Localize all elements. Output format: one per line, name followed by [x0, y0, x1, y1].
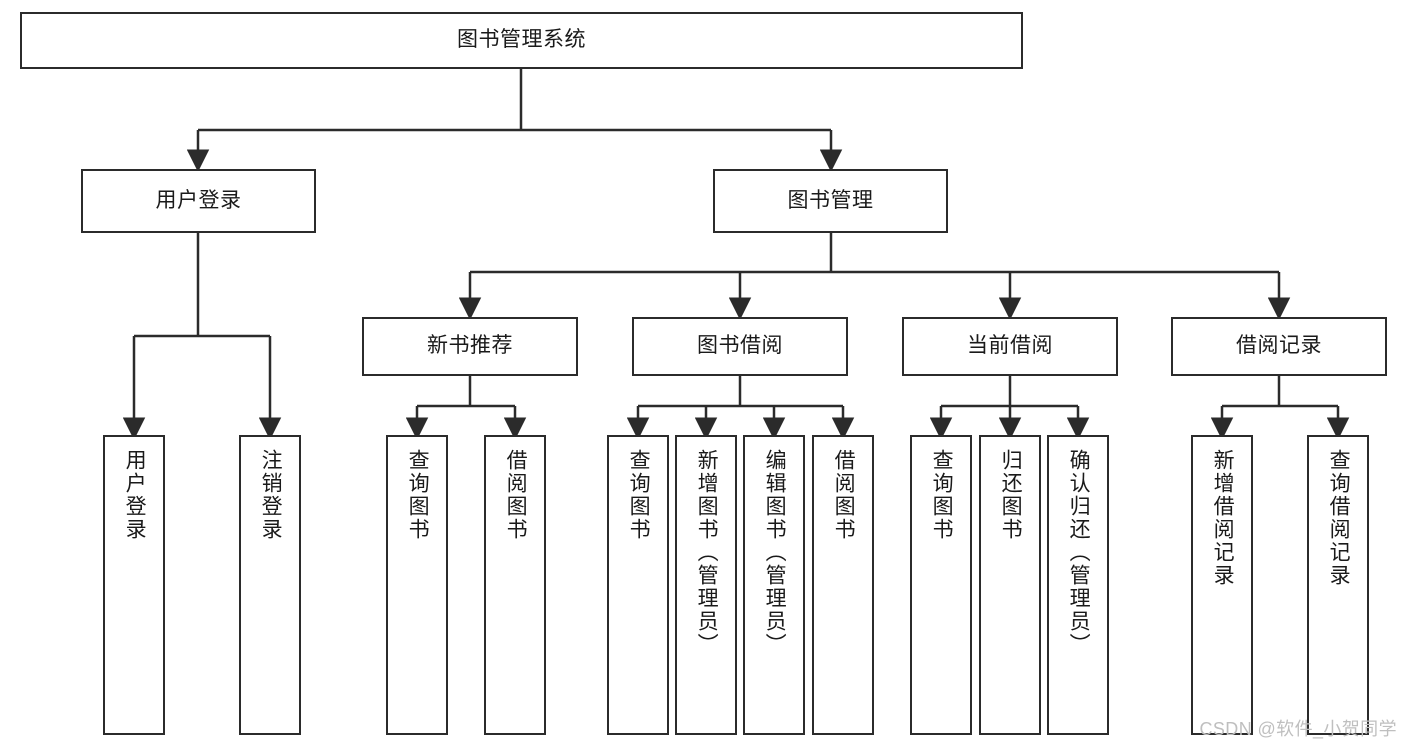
node-leaf-cur-return[interactable]: 归还图书	[979, 435, 1041, 735]
node-leaf-user-logout-label: 注销登录	[259, 449, 283, 541]
node-user-login[interactable]: 用户登录	[81, 169, 316, 233]
node-borrow-record-label: 借阅记录	[1236, 334, 1322, 358]
node-leaf-borrow-query[interactable]: 查询图书	[607, 435, 669, 735]
node-current-borrow[interactable]: 当前借阅	[902, 317, 1118, 376]
node-leaf-user-login[interactable]: 用户登录	[103, 435, 165, 735]
node-current-borrow-label: 当前借阅	[967, 334, 1053, 358]
node-leaf-borrow-edit[interactable]: 编辑图书（管理员）	[743, 435, 805, 735]
node-leaf-cur-query[interactable]: 查询图书	[910, 435, 972, 735]
node-leaf-user-login-label: 用户登录	[123, 449, 147, 541]
node-borrow-record[interactable]: 借阅记录	[1171, 317, 1387, 376]
node-leaf-rec-query[interactable]: 查询图书	[386, 435, 448, 735]
node-leaf-cur-return-label: 归还图书	[999, 449, 1023, 541]
node-new-book-rec[interactable]: 新书推荐	[362, 317, 578, 376]
node-leaf-borrow-lend[interactable]: 借阅图书	[812, 435, 874, 735]
node-book-manage-label: 图书管理	[787, 188, 874, 212]
node-leaf-cur-confirm-label: 确认归还（管理员）	[1067, 449, 1091, 656]
node-root-label: 图书管理系统	[457, 28, 586, 52]
node-leaf-cur-confirm[interactable]: 确认归还（管理员）	[1047, 435, 1109, 735]
node-new-book-rec-label: 新书推荐	[427, 334, 513, 358]
node-book-borrow[interactable]: 图书借阅	[632, 317, 848, 376]
node-book-borrow-label: 图书借阅	[697, 334, 783, 358]
node-book-manage[interactable]: 图书管理	[713, 169, 948, 233]
node-root[interactable]: 图书管理系统	[20, 12, 1023, 69]
node-leaf-borrow-lend-label: 借阅图书	[832, 449, 856, 541]
node-leaf-rec-borrow-label: 借阅图书	[504, 449, 528, 541]
node-leaf-borrow-add-label: 新增图书（管理员）	[695, 449, 719, 656]
node-leaf-rec-search-label: 查询借阅记录	[1327, 449, 1351, 587]
node-leaf-cur-query-label: 查询图书	[930, 449, 954, 541]
node-leaf-rec-add-label: 新增借阅记录	[1211, 449, 1235, 587]
node-leaf-borrow-query-label: 查询图书	[627, 449, 651, 541]
node-leaf-rec-borrow[interactable]: 借阅图书	[484, 435, 546, 735]
node-leaf-borrow-add[interactable]: 新增图书（管理员）	[675, 435, 737, 735]
node-leaf-borrow-edit-label: 编辑图书（管理员）	[763, 449, 787, 656]
node-user-login-label: 用户登录	[155, 188, 242, 212]
node-leaf-rec-add[interactable]: 新增借阅记录	[1191, 435, 1253, 735]
node-leaf-rec-search[interactable]: 查询借阅记录	[1307, 435, 1369, 735]
node-leaf-user-logout[interactable]: 注销登录	[239, 435, 301, 735]
node-leaf-rec-query-label: 查询图书	[406, 449, 430, 541]
